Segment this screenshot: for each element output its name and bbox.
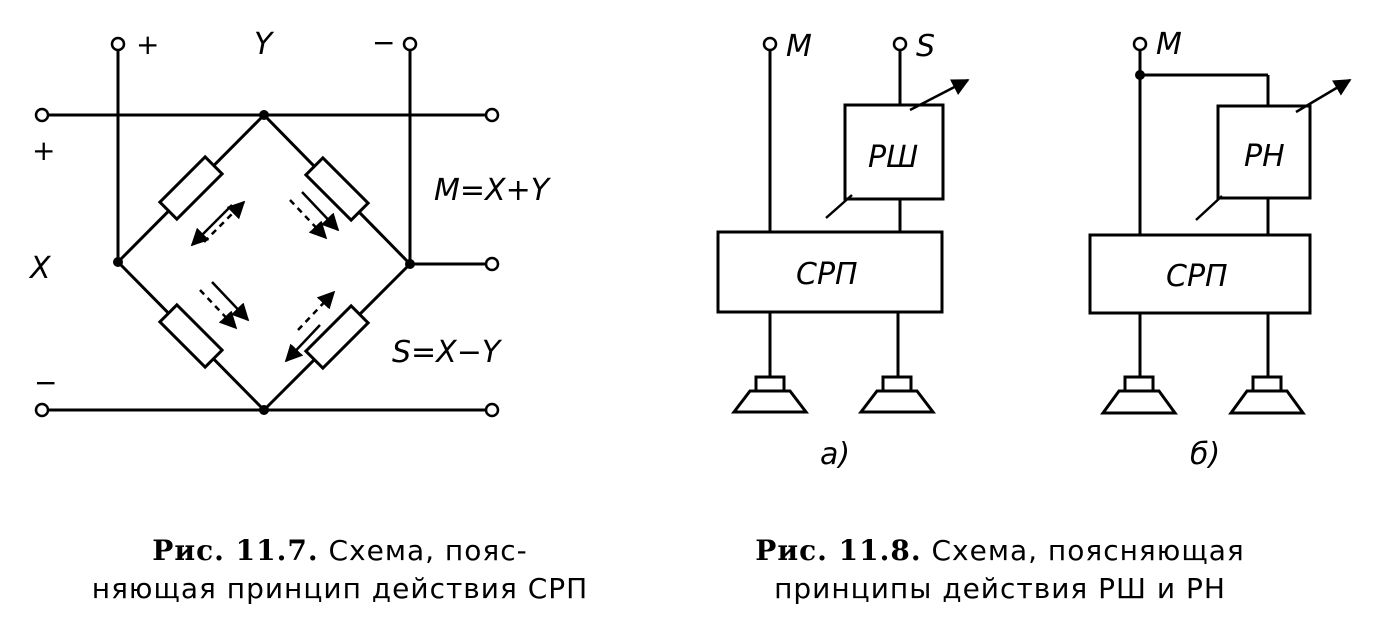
junction-dot — [1135, 70, 1145, 80]
label-plus-left: + — [32, 134, 55, 167]
sub-label-a: а) — [820, 437, 850, 472]
scheme-b — [1088, 36, 1352, 415]
resistor-bottom-left — [157, 302, 225, 370]
control-handle — [825, 194, 853, 219]
label-m-a: M — [786, 29, 812, 64]
caption-number: Рис. 11.7. — [152, 534, 319, 567]
matrix-box-a — [716, 230, 944, 314]
arrow-icon — [297, 290, 336, 331]
terminals — [34, 36, 500, 418]
caption-fig-11-7: Рис. 11.7. Схема, пояс- няющая принцип д… — [60, 532, 620, 608]
signal-arrows — [190, 191, 340, 363]
control-box-a — [843, 103, 945, 201]
matrix-box-b — [1088, 233, 1312, 315]
label-s-a: S — [916, 29, 935, 64]
speaker-icon — [1100, 375, 1178, 415]
arrow-icon — [190, 204, 233, 247]
terminal-right-m — [484, 256, 500, 272]
label-control-a: РШ — [868, 140, 918, 175]
label-minus-top: − — [372, 26, 395, 59]
terminal-left-bottom — [34, 402, 50, 418]
scheme-a — [716, 36, 970, 414]
resistor-top-left — [157, 154, 225, 222]
adjust-arrow-icon — [909, 78, 970, 112]
arrow-icon — [203, 200, 246, 243]
label-control-b: РН — [1244, 139, 1285, 174]
arrow-icon — [199, 289, 238, 330]
terminal-s-a — [892, 36, 908, 52]
speaker-icon — [857, 375, 937, 414]
resistor-top-right — [303, 155, 371, 223]
speaker-icon — [730, 375, 810, 414]
label-m-formula: M=X+Y — [434, 173, 552, 208]
caption-text: принципы действия РШ и РН — [774, 572, 1226, 605]
caption-text: Схема, поясняющая — [931, 534, 1245, 567]
control-box-b — [1216, 104, 1312, 200]
terminal-left-top — [34, 107, 50, 123]
terminal-m-a — [762, 36, 778, 52]
label-matrix-a: СРП — [796, 257, 858, 292]
label-s-formula: S=X−Y — [392, 335, 503, 370]
label-plus-top: + — [136, 28, 159, 61]
junction-dots — [113, 110, 415, 415]
arrow-icon — [301, 191, 340, 232]
caption-number: Рис. 11.8. — [755, 534, 922, 567]
resistor-bottom-right — [303, 303, 371, 371]
label-minus-left: − — [34, 366, 57, 399]
speaker-icon — [1228, 375, 1306, 415]
adjust-arrow-icon — [1295, 78, 1352, 114]
caption-fig-11-8: Рис. 11.8. Схема, поясняющая принципы де… — [700, 532, 1300, 608]
arrow-icon — [289, 199, 328, 240]
arrow-icon — [211, 281, 250, 322]
arrow-icon — [284, 324, 321, 363]
label-matrix-b: СРП — [1166, 259, 1228, 294]
sub-label-b: б) — [1190, 437, 1220, 472]
caption-text: няющая принцип действия СРП — [91, 572, 589, 605]
terminal-m-b — [1132, 36, 1148, 52]
bridge-schematic — [34, 36, 500, 418]
terminal-right-top — [484, 107, 500, 123]
terminal-right-bottom — [484, 402, 500, 418]
terminal-minus-top — [402, 36, 418, 52]
label-m-b: M — [1156, 27, 1182, 62]
caption-text: Схема, пояс- — [328, 534, 528, 567]
label-y: Y — [254, 27, 275, 62]
control-handle — [1195, 195, 1223, 221]
terminal-plus-top — [110, 36, 126, 52]
label-x: X — [28, 251, 52, 286]
